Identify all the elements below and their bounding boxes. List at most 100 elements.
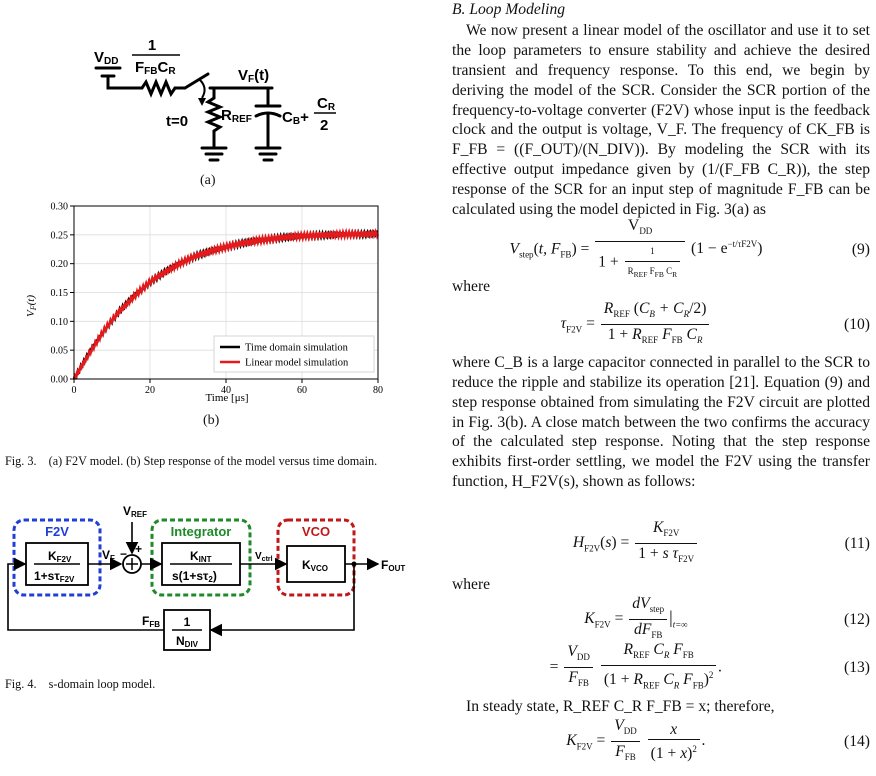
vf-t: (t) (254, 67, 269, 84)
eq12-number: (12) (844, 610, 870, 628)
y-tick-label: 0.15 (51, 288, 69, 299)
paragraph-1: We now present a linear model of the osc… (452, 21, 870, 219)
legend-box (213, 335, 375, 373)
x-tick-label: 20 (145, 385, 155, 396)
cb-sub: B (293, 116, 300, 127)
svg-text:KF2V: KF2V (48, 549, 72, 564)
where-label-1: where (452, 277, 491, 295)
svg-text:VF: VF (102, 548, 115, 563)
vco-sub: VCO (311, 564, 328, 573)
vctrl-sub: ctrl (262, 556, 273, 563)
sum-plus: + (135, 542, 142, 556)
vco-block-border (276, 518, 356, 597)
eq9-number: (9) (851, 240, 870, 258)
f2v-den-sub: F2V (60, 575, 75, 584)
int-num-sub: INT (199, 555, 212, 564)
svg-text:s(1+sτ2): s(1+sτ2) (172, 569, 217, 584)
res-frac-f: F (135, 59, 144, 76)
series-linear-model-line (72, 227, 380, 381)
right-column: B. Loop Modeling We now present a linear… (452, 0, 870, 767)
integrator-title: Integrator (171, 524, 232, 539)
int-num: K (190, 549, 199, 563)
svg-text:NDIV: NDIV (176, 634, 199, 649)
int-den: s(1+sτ (172, 569, 209, 583)
loop-model-diagram: F2V Integrator VCO VREF KF2V 1+sτF2V KIN… (7, 504, 405, 651)
equation-10: τF2V = RREF (CB + CR/2)1 + RREF FFB CR (… (560, 300, 870, 346)
fout-sub: OUT (388, 564, 405, 573)
cb-plus: + (300, 109, 309, 126)
vco-k: K (302, 558, 311, 572)
y-tick-label: 0.00 (51, 375, 69, 386)
svg-text:FOUT: FOUT (381, 558, 405, 573)
svg-text:VDD: VDD (94, 49, 118, 67)
svg-text:KVCO: KVCO (302, 558, 328, 573)
res-frac-num: 1 (148, 37, 156, 54)
svg-text:Vctrl: Vctrl (255, 551, 273, 563)
eq13-number: (13) (844, 658, 870, 676)
svg-text:CR: CR (317, 95, 336, 113)
rref-label: R (221, 107, 232, 124)
y-axis-label: VF(t) (25, 295, 38, 317)
rref-sub: REF (232, 114, 252, 125)
ndiv-label: N (176, 634, 185, 648)
vf-label: V (238, 67, 248, 84)
svg-text:VF(t): VF(t) (238, 67, 269, 85)
step-response-chart: 0.00 0.05 0.10 0.15 0.20 0.25 0.30 0 20 40 60 80 Ti… (25, 202, 383, 405)
x-axis-label: Time [μs] (205, 392, 248, 404)
integrator-block-border (150, 518, 252, 597)
svg-text:CB+: CB+ (282, 109, 309, 127)
ffb-sub: FB (149, 620, 160, 629)
svg-text:VREF: VREF (123, 504, 147, 519)
y-tick-label: 0.30 (51, 202, 69, 213)
vdd-sub: DD (104, 56, 118, 67)
int-den-close: ) (213, 569, 217, 583)
switch-time-label: t=0 (166, 113, 188, 130)
section-title: B. Loop Modeling (452, 1, 566, 18)
cr-den: 2 (320, 117, 328, 134)
x-tick-label: 0 (72, 385, 77, 396)
y-tick-label: 0.05 (51, 346, 69, 357)
vdd-label: V (94, 49, 104, 66)
vref-label: V (123, 504, 131, 518)
vco-box (286, 545, 346, 583)
x-tick-label: 60 (297, 385, 307, 396)
legend-label: Time domain simulation (245, 343, 349, 354)
f2v-block-border (12, 518, 102, 597)
vctrl-label: V (255, 551, 262, 562)
f2v-num-sub: F2V (57, 555, 72, 564)
vf-sub: F (248, 74, 254, 85)
paragraph-2: where C_B is a large capacitor connected… (452, 353, 870, 491)
cb-label: C (282, 109, 293, 126)
paragraph-3: In steady state, R_REF C_R F_FB = x; the… (466, 697, 775, 715)
svg-text:KINT: KINT (190, 549, 212, 564)
x-tick-label: 80 (373, 385, 383, 396)
y-tick-label: 0.20 (51, 259, 69, 270)
f2v-circuit-diagram: VDD 1 FFBCR VF(t) t=0 RREF CB+ CR 2 (94, 37, 336, 162)
eq14-number: (14) (844, 732, 870, 750)
sum-minus: − (120, 547, 127, 561)
ndiv-num: 1 (184, 615, 191, 629)
where-label-2: where (452, 575, 491, 593)
cr-num: C (317, 95, 328, 112)
fig3a-label: (a) (200, 173, 216, 188)
ndiv-sub: DIV (185, 640, 199, 649)
f2v-den: 1+sτ (34, 569, 60, 583)
svg-text:RREF: RREF (221, 107, 252, 125)
fout-label: F (381, 558, 388, 572)
y-tick-label: 0.10 (51, 317, 69, 328)
f2v-num: K (48, 549, 57, 563)
ffb-label: F (142, 614, 149, 628)
svg-text:1+sτF2V: 1+sτF2V (34, 569, 75, 584)
res-frac-c: C (158, 59, 169, 76)
vref-sub: REF (131, 510, 147, 519)
y-tick-label: 0.25 (51, 230, 69, 241)
svg-text:FFB: FFB (142, 614, 160, 629)
x-tick-label: 40 (221, 385, 231, 396)
fig3b-label: (b) (203, 413, 220, 428)
legend-label: Linear model simulation (245, 358, 349, 369)
vco-title: VCO (302, 524, 330, 539)
vf-signal-sub: F (110, 554, 115, 563)
